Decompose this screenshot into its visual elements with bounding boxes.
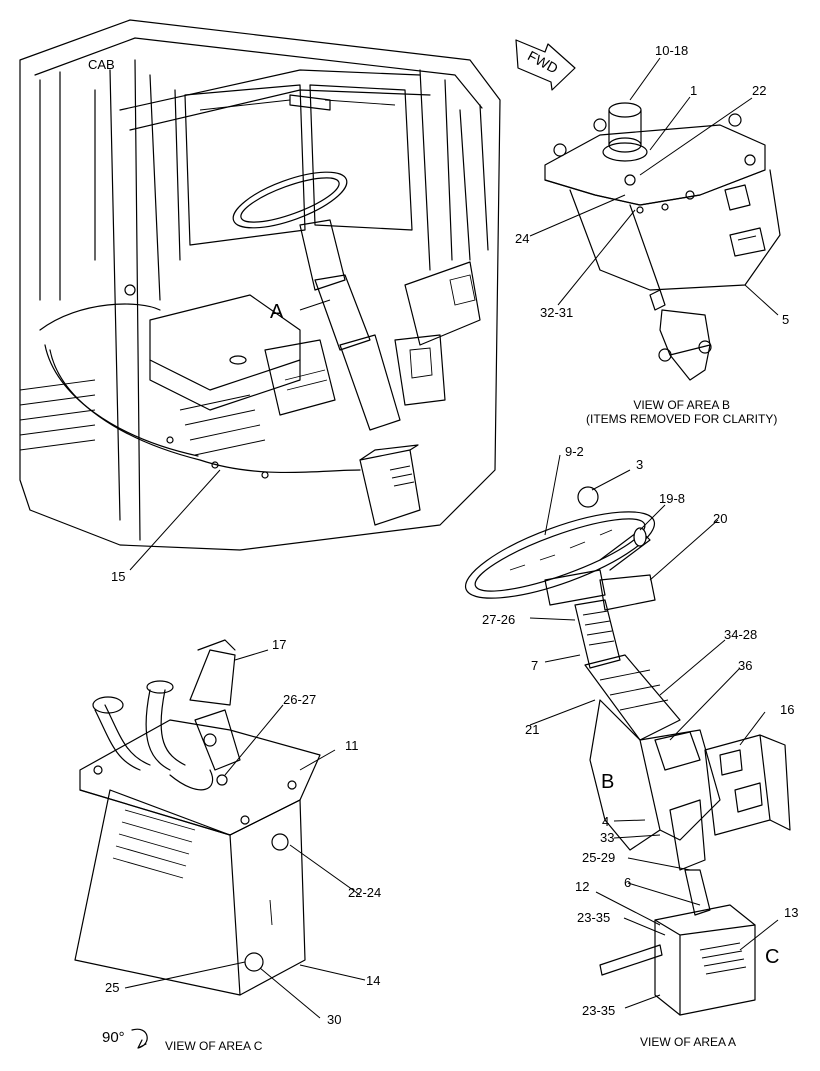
area-a-drawing: [464, 454, 791, 1016]
area-b-drawing: [529, 57, 781, 381]
label-13: 13: [784, 905, 799, 920]
label-22: 22: [752, 83, 767, 98]
cab-overview-drawing: [19, 19, 576, 571]
label-10-18: 10-18: [655, 43, 689, 58]
label-25-29: 25-29: [582, 850, 616, 865]
label-25: 25: [105, 980, 120, 995]
label-area-b: B: [601, 771, 615, 793]
label-12: 12: [575, 879, 590, 894]
label-27-26: 27-26: [482, 612, 516, 627]
label-area-c: C: [765, 946, 780, 968]
label-19-8: 19-8: [659, 491, 686, 506]
label-area-a: A: [270, 301, 284, 323]
label-36: 36: [738, 658, 753, 673]
caption-view-area-b-line2: (ITEMS REMOVED FOR CLARITY): [586, 412, 778, 427]
label-16: 16: [780, 702, 795, 717]
label-cab: CAB: [88, 57, 115, 72]
label-26-27: 26-27: [283, 692, 317, 707]
label-5: 5: [782, 312, 790, 327]
label-7: 7: [531, 658, 539, 673]
label-30: 30: [327, 1012, 342, 1027]
label-23-35-upper: 23-35: [577, 910, 611, 925]
label-20: 20: [713, 511, 728, 526]
caption-view-area-a: VIEW OF AREA A: [640, 1035, 737, 1049]
label-32-31: 32-31: [540, 305, 574, 320]
label-23-35-lower: 23-35: [582, 1003, 616, 1018]
label-3: 3: [636, 457, 644, 472]
label-21: 21: [525, 722, 540, 737]
label-24: 24: [515, 231, 530, 246]
label-33: 33: [600, 830, 615, 845]
label-9-2: 9-2: [565, 444, 584, 459]
caption-view-area-b-line1: VIEW OF AREA B: [633, 398, 731, 412]
label-11: 11: [345, 738, 359, 753]
label-17: 17: [272, 637, 287, 652]
caption-view-area-b: VIEW OF AREA B (ITEMS REMOVED FOR CLARIT…: [586, 398, 777, 427]
label-34-28: 34-28: [724, 627, 758, 642]
label-15: 15: [111, 569, 126, 584]
label-22-24: 22-24: [348, 885, 382, 900]
label-1: 1: [690, 83, 698, 98]
label-6: 6: [624, 875, 632, 890]
label-14: 14: [366, 973, 381, 988]
caption-view-area-c: VIEW OF AREA C: [165, 1039, 263, 1053]
area-c-drawing: [74, 639, 366, 1049]
label-4: 4: [602, 814, 610, 829]
label-rotation-90: 90°: [102, 1029, 125, 1046]
